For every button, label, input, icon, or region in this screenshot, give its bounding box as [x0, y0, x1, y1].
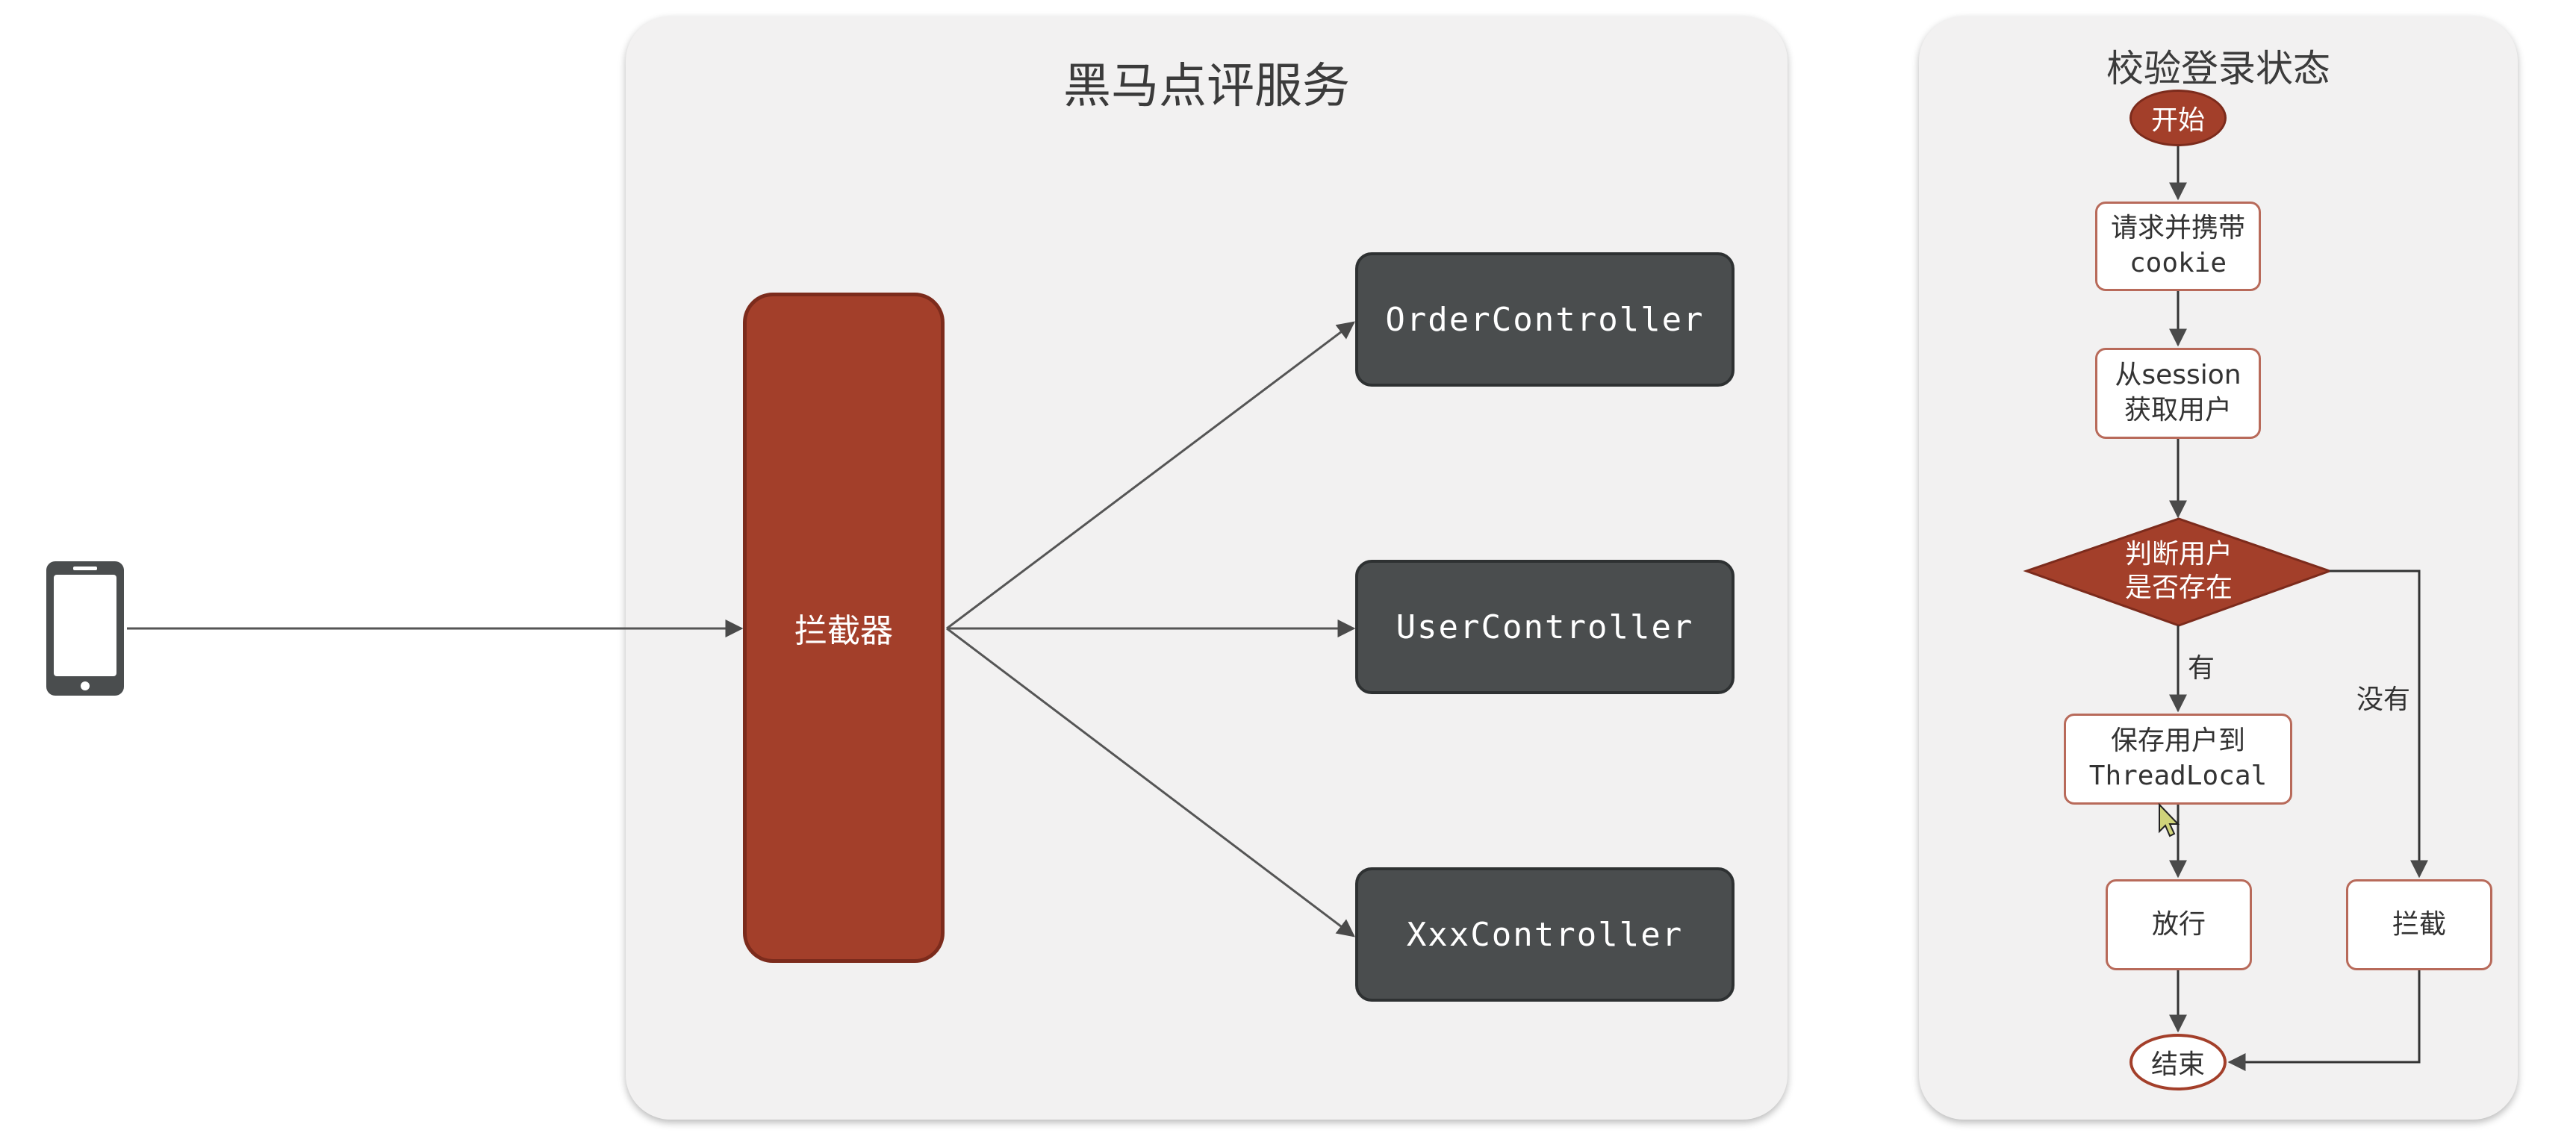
request-line-2: cookie: [2129, 248, 2227, 278]
session-line-2: 获取用户: [2124, 395, 2232, 425]
xxx-controller: XxxController: [1355, 867, 1735, 1002]
interceptor-block: 拦截器: [743, 293, 945, 963]
no-label: 没有: [2356, 684, 2411, 715]
yes-label: 有: [2188, 653, 2215, 684]
flowchart-title: 校验登录状态: [2106, 47, 2330, 90]
session-user-node: 从session 获取用户: [2095, 348, 2261, 439]
decision-label: 判断用户 是否存在: [2031, 530, 2327, 612]
pass-node: 放行: [2106, 879, 2252, 970]
order-controller: OrderController: [1355, 252, 1735, 387]
save-line-1: 保存用户到: [2110, 725, 2245, 757]
service-title: 黑马点评服务: [1063, 59, 1350, 114]
arrow-to-order-controller: [946, 321, 1355, 630]
decision-line-1: 判断用户: [2124, 539, 2233, 570]
user-controller: UserController: [1355, 560, 1735, 694]
start-node: 开始: [2129, 90, 2227, 146]
edge-decision-block: [2330, 570, 2428, 879]
request-cookie-node: 请求并携带 cookie: [2095, 202, 2261, 291]
end-node: 结束: [2129, 1034, 2227, 1090]
request-line-1: 请求并携带: [2110, 213, 2245, 244]
arrow-to-xxx-controller: [946, 627, 1355, 937]
block-node: 拦截: [2346, 879, 2492, 970]
edge-block-end: [2227, 970, 2421, 1071]
smartphone-icon: [46, 561, 124, 696]
decision-line-2: 是否存在: [2124, 572, 2233, 603]
session-line-1: 从session: [2115, 360, 2241, 391]
save-line-2: ThreadLocal: [2088, 761, 2268, 791]
save-threadlocal-node: 保存用户到 ThreadLocal: [2064, 714, 2292, 805]
